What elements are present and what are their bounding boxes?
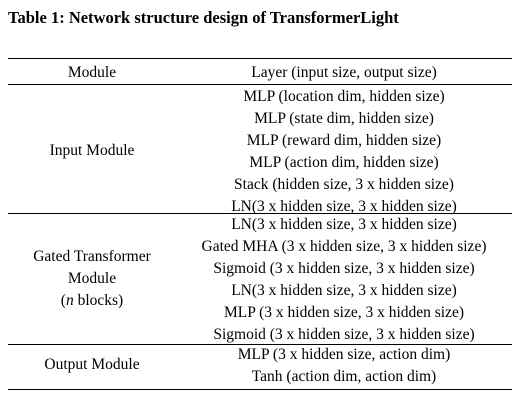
layer-row: Tanh (action dim, action dim) [251,368,437,385]
layer-row: MLP (state dim, hidden size) [254,110,434,127]
section-rule-2 [8,344,512,345]
bottom-rule [8,389,512,391]
layer-row: MLP (action dim, hidden size) [249,154,439,171]
layer-row: MLP (reward dim, hidden size) [246,132,442,149]
layer-row: Stack (hidden size, 3 x hidden size) [234,176,454,193]
layer-row: LN(3 x hidden size, 3 x hidden size) [231,198,457,215]
table-caption: Table 1: Network structure design of Tra… [8,8,399,27]
module-name-line: Gated Transformer [33,248,151,265]
output-layers: MLP (3 x hidden size, action dim) Tanh (… [176,344,512,388]
layer-row: MLP (3 x hidden size, 3 x hidden size) [223,304,465,321]
module-blocks-line: (n blocks) [60,292,124,309]
layer-row: LN(3 x hidden size, 3 x hidden size) [231,282,457,299]
header-rule [8,84,512,85]
header-module: Module [67,64,117,81]
layer-row: MLP (location dim, hidden size) [243,88,445,105]
section-rule-1 [8,213,512,214]
module-input: Input Module [49,142,135,159]
module-name-line: Module [67,270,117,287]
layer-row: MLP (3 x hidden size, action dim) [237,346,451,363]
layer-row: LN(3 x hidden size, 3 x hidden size) [231,216,457,233]
top-rule [8,58,512,60]
gated-transformer-layers: LN(3 x hidden size, 3 x hidden size) Gat… [176,214,512,346]
module-gated-transformer: Gated Transformer Module (n blocks) [8,246,176,312]
layer-row: Sigmoid (3 x hidden size, 3 x hidden siz… [213,326,475,343]
input-layers: MLP (location dim, hidden size) MLP (sta… [176,86,512,218]
module-output: Output Module [44,356,140,373]
layer-row: Sigmoid (3 x hidden size, 3 x hidden siz… [213,260,475,277]
layer-row: Gated MHA (3 x hidden size, 3 x hidden s… [201,238,487,255]
header-layer: Layer (input size, output size) [251,64,437,81]
